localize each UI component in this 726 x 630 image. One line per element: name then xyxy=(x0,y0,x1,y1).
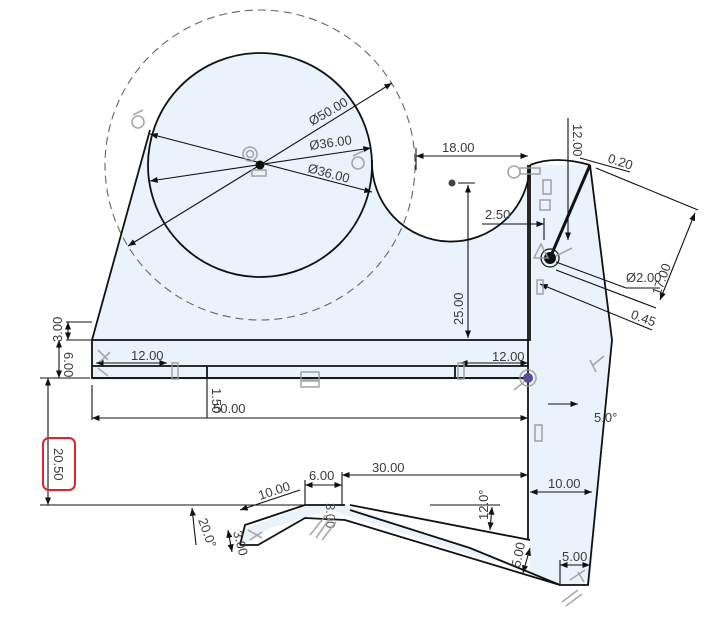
dim-20-50[interactable]: 20.50 xyxy=(51,448,66,481)
dim-5-slant[interactable]: 5.00 xyxy=(508,541,528,569)
perpendicular-constraint-icon xyxy=(532,242,550,259)
perpendicular-constraint-icon xyxy=(569,569,586,583)
dim-6-bottom[interactable]: 6.00 xyxy=(309,468,334,483)
selected-dimension-highlight xyxy=(42,437,76,491)
vertical-constraint-icon xyxy=(534,424,543,442)
dim-0-45[interactable]: 0.45 xyxy=(629,307,658,330)
parallel-constraint-icon xyxy=(539,199,551,211)
dim-angle-5[interactable]: 5.0° xyxy=(594,410,617,425)
construction-circle[interactable] xyxy=(104,9,416,321)
dim-dia-2[interactable]: Ø2.00 xyxy=(626,270,661,285)
dim-3-left[interactable]: 3.00 xyxy=(230,529,251,557)
dim-dia-36-a[interactable]: Ø36.00 xyxy=(308,132,352,153)
left-dimensions[interactable]: 3.00 6.00 12.00 12.00 1.50 50.00 20.50 xyxy=(40,317,528,506)
equal-constraint-icon xyxy=(300,380,320,388)
dim-12-top[interactable]: 12.00 xyxy=(570,124,585,157)
dim-0-20[interactable]: 0.20 xyxy=(606,151,635,173)
dim-10-right[interactable]: 10.00 xyxy=(548,476,581,491)
dim-25[interactable]: 25.00 xyxy=(451,292,466,325)
perpendicular-constraint-icon xyxy=(589,355,605,373)
vertical-constraint-icon xyxy=(536,279,544,295)
diameter-dimensions[interactable]: Ø50.00 Ø36.00 Ø36.00 xyxy=(127,82,393,247)
horizontal-constraint-icon xyxy=(171,362,179,380)
dim-2-50[interactable]: 2.50 xyxy=(485,207,510,222)
dim-50[interactable]: 50.00 xyxy=(213,401,246,416)
dim-30[interactable]: 30.00 xyxy=(372,460,405,475)
dim-angle-20[interactable]: 20.0° xyxy=(195,516,220,550)
parallel-constraint-icon xyxy=(309,514,337,541)
dim-18[interactable]: 18.00 xyxy=(442,140,475,155)
parallel-constraint-icon xyxy=(542,179,552,195)
perpendicular-constraint-icon xyxy=(97,349,111,363)
concentric-constraint-icon xyxy=(242,146,258,162)
parallel-constraint-icon xyxy=(561,589,583,607)
perpendicular-constraint-icon xyxy=(247,529,263,541)
dim-1-50[interactable]: 1.50 xyxy=(209,388,224,413)
dim-angle-12[interactable]: 12.0° xyxy=(476,489,491,520)
fix-constraint-icon xyxy=(251,169,267,177)
equal-constraint-icon xyxy=(300,371,320,381)
perpendicular-constraint-icon xyxy=(97,367,109,377)
dim-5-bottom[interactable]: 5.00 xyxy=(562,549,587,564)
tangent-constraint-icon xyxy=(507,165,541,179)
bottom-dimensions[interactable]: 5.0° 10.00 30.00 6.00 10.00 20.0° 3.00 3… xyxy=(189,400,617,585)
dim-3[interactable]: 3.00 xyxy=(50,317,65,342)
horizontal-constraint-icon xyxy=(457,362,465,380)
tangent-constraint-icon xyxy=(351,150,365,170)
dim-12-left[interactable]: 12.00 xyxy=(131,348,164,363)
tangent-constraint-icon xyxy=(131,109,145,129)
dim-12-right[interactable]: 12.00 xyxy=(492,349,525,364)
constraint-icons xyxy=(97,109,605,607)
dim-6[interactable]: 6.00 xyxy=(61,352,76,377)
